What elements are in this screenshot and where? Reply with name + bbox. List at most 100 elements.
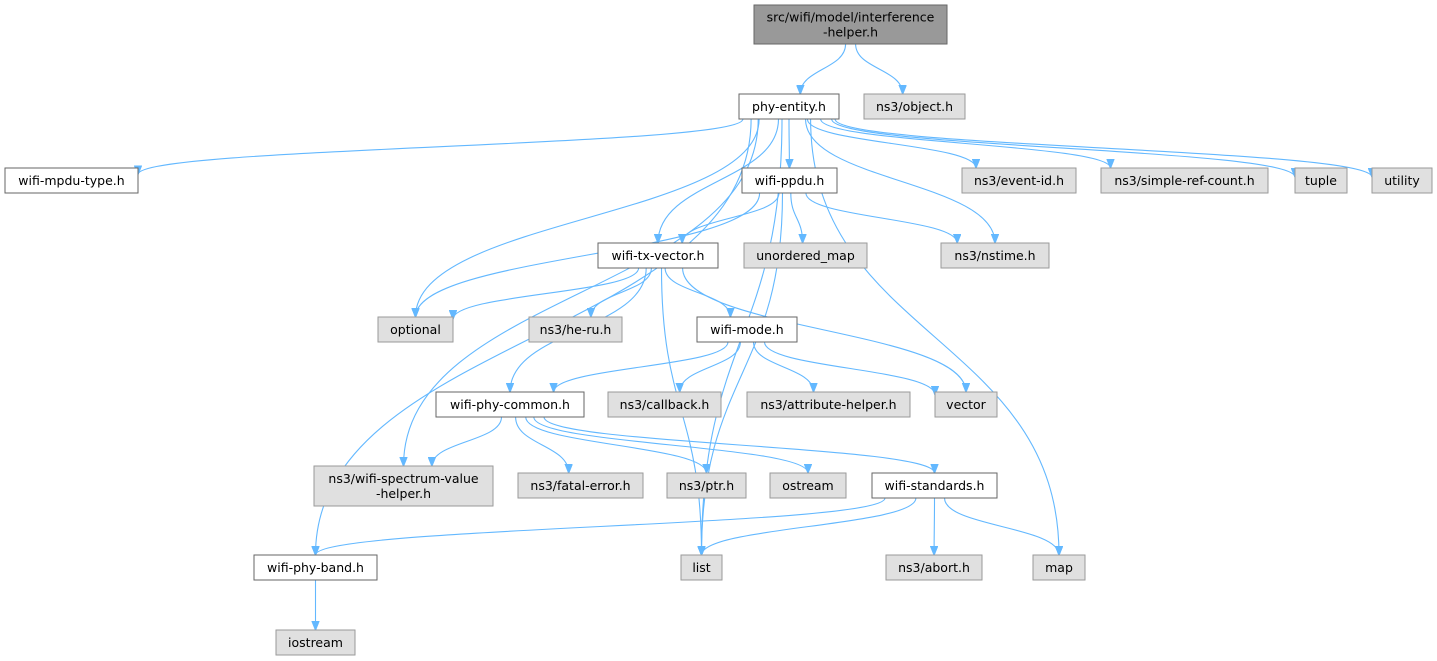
node-box [607,391,722,418]
node-list: list [680,554,723,581]
node-label: wifi-tx-vector.h [612,248,705,263]
node-box [743,242,868,269]
node-box [435,391,585,418]
node-wifi-ppdu[interactable]: wifi-ppdu.h [741,167,838,194]
edge-phy-entity-to-simple-ref-count [820,118,1111,168]
node-label: ns3/nstime.h [954,248,1035,263]
node-box [253,554,378,581]
node-unordered_map: unordered_map [743,242,868,269]
node-wifi-mode[interactable]: wifi-mode.h [696,316,798,343]
node-attribute-helper: ns3/attribute-helper.h [746,391,911,418]
node-box [680,554,723,581]
node-label: phy-entity.h [752,99,826,114]
node-simple-ref-count: ns3/simple-ref-count.h [1100,167,1269,194]
edge-wifi-phy-common-to-spectrum-value-helper [432,416,503,466]
edge-wifi-phy-common-to-wifi-standards [543,416,935,473]
node-wifi-phy-common[interactable]: wifi-phy-common.h [435,391,585,418]
node-label: wifi-mpdu-type.h [18,173,124,188]
node-label: ns3/simple-ref-count.h [1114,173,1254,188]
node-iostream: iostream [275,629,356,656]
node-box [934,391,998,418]
edge-wifi-phy-common-to-ptr [525,416,707,473]
node-box [746,391,911,418]
edge-wifi-tx-vector-to-he-ru [591,267,652,317]
node-box [1294,167,1348,194]
edge-phy-entity-to-optional [416,118,760,317]
node-box [871,472,998,499]
node-box [1371,167,1433,194]
node-wifi-tx-vector[interactable]: wifi-tx-vector.h [597,242,719,269]
node-label: ns3/ptr.h [679,478,734,493]
node-label: vector [946,397,987,412]
node-interference[interactable]: src/wifi/model/interference-helper.h [753,4,948,45]
node-box [1032,554,1086,581]
node-ptr: ns3/ptr.h [666,472,747,499]
node-tuple: tuple [1294,167,1348,194]
node-phy-entity[interactable]: phy-entity.h [738,93,840,120]
edge-interference-to-object [855,43,903,94]
edge-wifi-mode-to-wifi-phy-common [554,341,729,392]
node-label: -helper.h [823,25,878,40]
node-label: ostream [782,478,833,493]
node-box [377,316,454,343]
node-box [4,167,139,194]
node-label: wifi-mode.h [710,322,783,337]
node-event-id: ns3/event-id.h [961,167,1077,194]
edge-wifi-tx-vector-to-vector [682,267,966,392]
node-nstime: ns3/nstime.h [940,242,1050,269]
edge-wifi-ppdu-to-unordered_map [790,192,803,243]
edge-interference-to-phy-entity [800,43,847,94]
node-label: ns3/abort.h [898,560,970,575]
node-object: ns3/object.h [863,93,966,120]
node-wifi-phy-band[interactable]: wifi-phy-band.h [253,554,378,581]
node-box [961,167,1077,194]
node-box [696,316,798,343]
node-optional: optional [377,316,454,343]
node-label: wifi-phy-common.h [450,397,570,412]
edge-phy-entity-to-wifi-mpdu-type [138,118,744,174]
node-box [738,93,840,120]
edge-phy-entity-to-nstime [804,118,996,243]
node-ostream: ostream [769,472,847,499]
node-label: -helper.h [376,486,431,501]
node-box [275,629,356,656]
node-label: ns3/he-ru.h [540,322,612,337]
node-box [753,4,948,45]
edge-wifi-ppdu-to-nstime [805,192,957,243]
node-box [528,316,623,343]
node-label: src/wifi/model/interference [767,10,935,25]
edge-phy-entity-to-wifi-tx-vector [658,118,780,243]
node-label: optional [390,322,441,337]
node-box [885,554,983,581]
node-callback: ns3/callback.h [607,391,722,418]
node-box [769,472,847,499]
edge-wifi-standards-to-wifi-phy-band [316,497,886,555]
edge-wifi-standards-to-list [702,497,917,555]
node-box [940,242,1050,269]
node-abort: ns3/abort.h [885,554,983,581]
node-label: utility [1384,173,1420,188]
node-spectrum-value-helper: ns3/wifi-spectrum-value-helper.h [313,465,494,507]
edge-wifi-mode-to-attribute-helper [752,341,814,392]
node-label: ns3/fatal-error.h [530,478,630,493]
node-utility: utility [1371,167,1433,194]
edge-wifi-ppdu-to-optional [416,192,761,317]
file-nodes: src/wifi/model/interference-helper.hphy-… [4,4,1433,656]
node-box [1100,167,1269,194]
node-wifi-standards[interactable]: wifi-standards.h [871,472,998,499]
node-vector: vector [934,391,998,418]
node-wifi-mpdu-type[interactable]: wifi-mpdu-type.h [4,167,139,194]
edge-phy-entity-to-utility [834,118,1372,177]
node-label: wifi-phy-band.h [267,560,364,575]
node-label: wifi-standards.h [885,478,985,493]
node-box [313,465,494,507]
node-label: map [1045,560,1073,575]
node-he-ru: ns3/he-ru.h [528,316,623,343]
edge-phy-entity-to-map [810,118,1059,555]
node-label: ns3/object.h [876,99,953,114]
edge-phy-entity-to-tuple [831,118,1295,177]
node-label: unordered_map [756,248,855,263]
node-box [863,93,966,120]
edge-phy-entity-to-spectrum-value-helper [404,118,759,466]
